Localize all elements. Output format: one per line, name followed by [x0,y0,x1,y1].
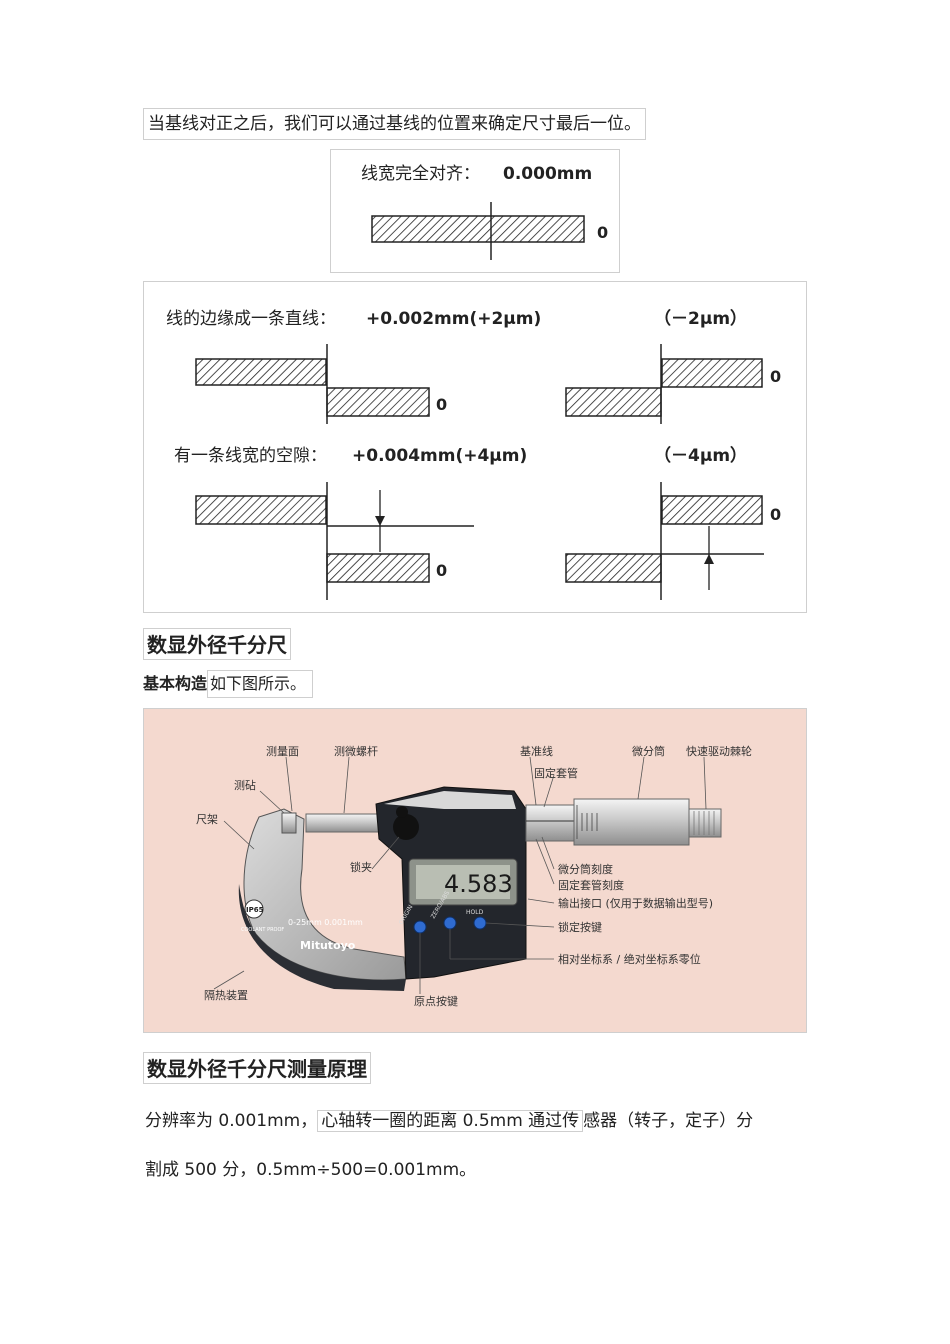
label-baseline: 基准线 [520,744,553,758]
principle-spindle-distance: 心轴转一圈的距离 0.5mm 通过传 [317,1110,584,1132]
label-heat-insulator: 隔热装置 [204,989,248,1002]
frame-body [243,808,407,981]
heading-digital-micrometer: 数显外径千分尺 [143,628,291,660]
micrometer-illustration: 4.583 ORIGIN ZERO/ABS HOLD IP65 COOLANT … [196,744,752,1008]
basic-structure-rest: 如下图所示。 [207,670,314,698]
label-thimble-scale: 微分筒刻度 [558,862,613,876]
heading-measurement-principle: 数显外径千分尺测量原理 [143,1052,371,1084]
row2-right-lower-line [565,553,662,583]
label-frame: 尺架 [196,813,218,826]
coolant-proof-text: COOLANT PROOF [241,927,284,933]
lcd-reading: 4.583 [444,870,513,898]
alignment-caption: 线宽完全对齐： [361,164,480,184]
spindle [305,813,389,833]
row2-caption: 有一条线宽的空隙： [174,446,327,466]
ratchet-knurl [693,811,715,835]
row2-right-upper-line [661,495,763,525]
row2-left-arrow-head [375,516,385,526]
micrometer-photo: 4.583 ORIGIN ZERO/ABS HOLD IP65 COOLANT … [143,708,807,1033]
hold-button[interactable] [473,916,487,930]
row2-left-upper-line [195,495,327,525]
intro-sentence: 当基线对正之后，我们可以通过基线的位置来确定尺寸最后一位。 [143,108,646,140]
ip-badge-text: IP65 [246,906,264,914]
label-sleeve: 固定套管 [534,766,578,780]
row2-left-zero: 0 [436,561,447,580]
row1-right-lower-line [565,387,662,417]
row2-value: +0.004mm(+4μm) [352,446,527,466]
label-hold-button: 锁定按键 [558,920,602,934]
label-sleeve-scale: 固定套管刻度 [558,878,624,892]
clamp-lever [396,806,408,818]
row2-right-arrow-head [704,554,714,564]
row1-neg-value: （－2μm） [654,308,747,329]
row1-left-upper-line [195,358,327,386]
row1-right-zero: 0 [770,367,781,386]
label-output: 输出接口 (仅用于数据输出型号) [558,896,713,910]
row2-right-zero: 0 [770,505,781,524]
figure-alignment: 线宽完全对齐： 0.000mm 0 [330,149,620,273]
hold-button-label: HOLD [466,909,484,916]
row2-left-lower-line [326,553,430,583]
figure-offsets: 线的边缘成一条直线： +0.002mm(+2μm) （－2μm） 0 0 有一条… [143,281,807,613]
label-ratchet: 快速驱动棘轮 [686,744,752,758]
label-anvil: 测砧 [234,778,256,792]
thimble [573,798,690,846]
offsets-diagram: 线的边缘成一条直线： +0.002mm(+2μm) （－2μm） 0 0 有一条… [166,308,781,600]
lcd-screen [416,865,510,899]
principle-sensor: 感器（转子，定子）分 [583,1111,754,1131]
housing-top [384,791,516,809]
label-thimble: 微分筒 [632,744,665,758]
row2-neg-value: （－4μm） [654,445,747,466]
origin-button[interactable] [413,920,427,934]
label-zero-abs: 相对坐标系 / 绝对坐标系零位 [558,952,701,966]
hatched-line [371,215,585,243]
alignment-value: 0.000mm [503,164,592,184]
principle-line-1: 分辨率为 0.001mm，心轴转一圈的距离 0.5mm 通过传感器（转子，定子）… [145,1106,753,1136]
row1-left-zero: 0 [436,395,447,414]
label-origin-button: 原点按键 [414,994,458,1008]
row1-value: +0.002mm(+2μm) [366,309,541,329]
heat-insulator-grip [238,884,406,991]
thimble-graduations [576,805,598,839]
brand-text: Mitutoyo [300,939,356,952]
label-measuring-face: 测量面 [266,745,299,758]
row1-left-lower-line [326,387,430,417]
zero-abs-button[interactable] [443,916,457,930]
principle-line-2: 割成 500 分，0.5mm÷500=0.001mm。 [145,1160,477,1180]
clamp-knob [393,814,419,840]
sleeve [525,804,575,842]
alignment-diagram: 线宽完全对齐： 0.000mm 0 [361,164,608,260]
row1-caption: 线的边缘成一条直线： [166,309,336,329]
basic-structure-bold: 基本构造 [143,674,208,693]
principle-resolution: 分辨率为 0.001mm， [145,1111,318,1131]
leader-lines [213,756,707,994]
basic-structure-line: 基本构造如下图所示。 [143,670,314,698]
zero-mark: 0 [597,223,608,242]
label-spindle: 测微螺杆 [334,744,378,758]
range-text: 0-25mm 0.001mm [288,918,363,927]
anvil [281,812,297,834]
ip-badge [244,899,264,919]
label-clamp: 锁夹 [350,860,372,874]
row1-right-upper-line [661,358,763,388]
